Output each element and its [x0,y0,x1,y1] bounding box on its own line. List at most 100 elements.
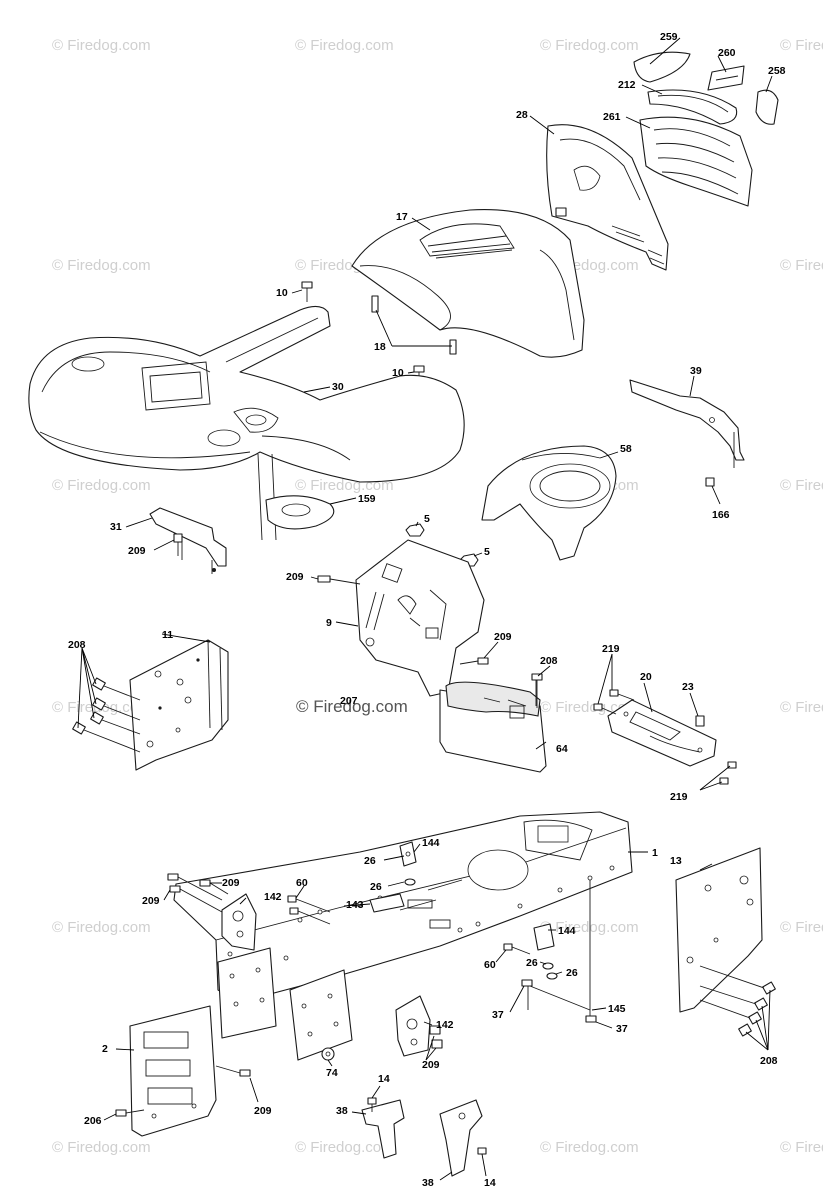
callout-5-right: 5 [484,546,490,558]
callout-labels: 259 260 258 212 28 261 17 10 18 10 30 39… [68,31,786,1189]
bracket-142-right [395,995,431,1057]
callout-208-panel: 208 [540,655,558,667]
callout-207: 207 [340,695,358,707]
callout-26-mid: 26 [370,881,382,893]
watermark-text: © Firedog.com [295,1139,394,1156]
callout-10-lower: 10 [392,367,404,379]
bracket-143 [369,893,405,913]
bracket-31 [149,507,227,574]
callout-209-dash: 209 [286,571,304,583]
bolt-209-right [459,657,489,665]
callout-74: 74 [326,1067,338,1079]
callout-13: 13 [670,855,682,867]
nut-74 [321,1047,335,1061]
bolt-10-upper [301,281,313,302]
callout-209-front: 209 [254,1105,272,1117]
callout-20: 20 [640,671,652,683]
callout-38-right: 38 [422,1177,434,1189]
callout-144-top: 144 [422,837,440,849]
callout-17: 17 [396,211,408,223]
callout-39: 39 [690,365,702,377]
watermark-text: © Firedog.com [52,1139,151,1156]
bracket-142-left [221,893,257,951]
side-plate-13 [675,847,763,1013]
watermark-text: © Firedog.com [52,477,151,494]
panel-64 [439,676,547,773]
callout-145: 145 [608,1003,626,1015]
callout-209-bracket: 209 [128,545,146,557]
watermark-text: © Firedog.com [780,919,823,936]
cup-holder-159 [265,495,335,530]
watermark-text: © Firedog.com [780,477,823,494]
callout-209-left-lower: 209 [142,895,160,907]
bracket-144-top [399,841,417,867]
bolt-209-front [215,1065,251,1077]
bolts-208-right [699,965,776,1037]
callout-37-right: 37 [616,1023,628,1035]
callout-58: 58 [620,443,632,455]
callout-219-lower: 219 [670,791,688,803]
callout-142-left: 142 [264,891,282,903]
watermark-text: © Firedog.com [540,919,639,936]
watermark-text: © Firedog.com [780,1139,823,1156]
callout-11: 11 [162,629,173,641]
callout-5-left: 5 [424,513,430,525]
watermark-text: © Firedog.com [540,37,639,54]
callout-10-upper: 10 [276,287,288,299]
callout-9: 9 [326,617,332,629]
hood-17 [351,209,585,358]
callout-142-right: 142 [436,1019,454,1031]
watermark-text: © Firedog.com [780,257,823,274]
front-bracket-2 [129,1005,217,1137]
callout-208-left: 208 [68,639,86,651]
callout-26-top: 26 [364,855,376,867]
bolts-209-center [429,1025,443,1049]
bracket-38-right [439,1099,487,1177]
callout-144-lower: 144 [558,925,576,937]
callout-209-right: 209 [494,631,512,643]
nut-26-top [404,878,416,886]
callout-14-right: 14 [484,1177,496,1189]
callout-18: 18 [374,341,386,353]
hood-frame-28 [546,124,669,271]
callout-23: 23 [682,681,694,693]
callout-166: 166 [712,509,730,521]
watermark-text: © Firedog.com [780,699,823,716]
callout-258: 258 [768,65,786,77]
callout-14-left: 14 [378,1073,390,1085]
nut-5-left [405,523,425,537]
lens-258 [755,89,779,125]
callout-60-left: 60 [296,877,308,889]
watermark-text: © Firedog.com [540,1139,639,1156]
fender-deck-30 [28,305,465,541]
callout-26-lower-a: 26 [526,957,538,969]
watermark-text: © Firedog.com [295,37,394,54]
bracket-11 [129,639,229,771]
leader-lines [77,37,773,1181]
watermark-text: © Firedog.com [52,919,151,936]
bracket-38-left [361,1097,405,1159]
bolts-37 [521,979,597,1023]
plate-front-left [217,947,277,1039]
bolt-209-dash [317,575,361,585]
callout-212: 212 [618,79,636,91]
bracket-20 [607,699,717,767]
watermark-text: © Firedog.com [52,257,151,274]
bolts-60-left [287,895,331,925]
lens-260 [707,65,745,91]
callout-37-left: 37 [492,1009,504,1021]
watermark-center: © Firedog.com [296,697,408,716]
grille-lens-259 [633,51,691,83]
callout-261: 261 [603,111,621,123]
callout-28: 28 [516,109,528,121]
callout-219-upper: 219 [602,643,620,655]
dash-panel-9 [355,539,485,697]
rod-145 [527,880,591,1016]
watermark-text: © Firedog.com [52,37,151,54]
callout-1: 1 [652,847,658,859]
callout-64: 64 [556,743,568,755]
callout-2: 2 [102,1043,108,1055]
bracket-39 [629,379,745,487]
callout-209-left-upper: 209 [222,877,240,889]
